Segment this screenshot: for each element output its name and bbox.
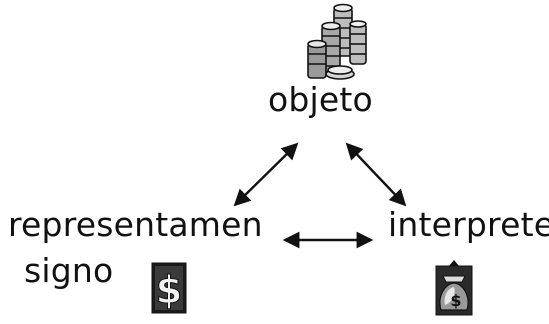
arrow-objeto-interprete bbox=[345, 142, 407, 207]
node-representamen-label: representamen bbox=[8, 205, 263, 244]
coin-stacks-icon bbox=[307, 3, 367, 80]
node-interprete-label: interprete bbox=[388, 205, 549, 244]
node-signo-label: signo bbox=[24, 251, 114, 290]
node-objeto-label: objeto bbox=[268, 80, 373, 119]
money-bag-icon: $ bbox=[435, 260, 473, 316]
dollar-sign-icon: $ bbox=[151, 262, 187, 314]
arrow-objeto-representamen bbox=[233, 142, 299, 207]
svg-text:$: $ bbox=[450, 291, 461, 310]
svg-text:$: $ bbox=[156, 268, 182, 312]
